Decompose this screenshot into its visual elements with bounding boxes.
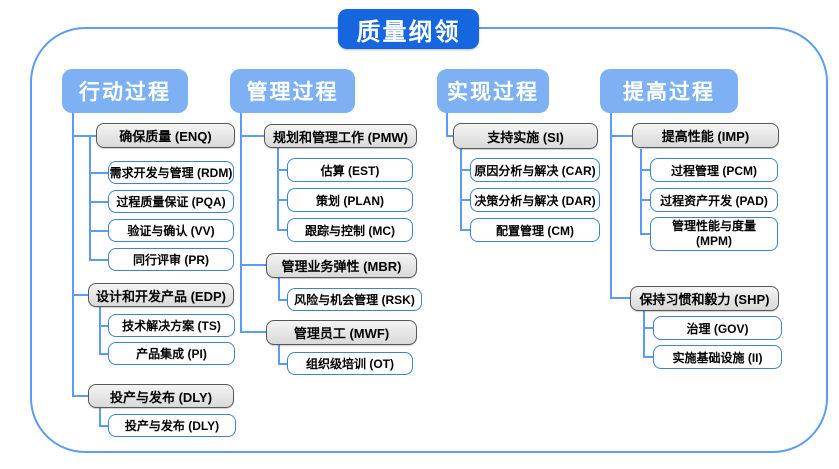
group-pmw: 规划和管理工作 (PMW) [264, 124, 417, 148]
connector [277, 199, 287, 201]
connector [460, 149, 462, 231]
diagram-title: 质量纲领 [338, 9, 479, 49]
item-mc: 跟踪与控制 (MC) [287, 218, 413, 242]
item-ts: 技术解决方案 (TS) [108, 314, 235, 337]
connector [99, 353, 108, 355]
item-ot: 组织级培训 (OT) [287, 352, 413, 375]
item-dly: 投产与发布 (DLY) [108, 414, 236, 437]
item-pad: 过程资产开发 (PAD) [650, 188, 778, 212]
connector [72, 395, 88, 397]
item-ii: 实施基础设施 (II) [653, 345, 782, 369]
connector [643, 327, 653, 329]
group-mwf: 管理员工 (MWF) [266, 320, 417, 345]
connector [446, 112, 448, 137]
connector [240, 135, 264, 137]
connector [277, 169, 287, 171]
item-pqa: 过程质量保证 (PQA) [108, 190, 234, 213]
item-mpm: 管理性能与度量 (MPM) [650, 217, 778, 251]
connector [89, 230, 108, 232]
connector [89, 201, 108, 203]
group-edp: 设计和开发产品 (EDP) [88, 283, 234, 307]
header-implementation-process: 实现过程 [437, 69, 549, 113]
connector [446, 135, 454, 137]
item-vv: 验证与确认 (VV) [108, 219, 234, 242]
connector [610, 135, 632, 137]
header-improvement-process: 提高过程 [600, 69, 738, 113]
connector [277, 229, 287, 231]
group-dly: 投产与发布 (DLY) [88, 384, 234, 408]
connector [89, 172, 108, 174]
item-plan: 策划 (PLAN) [287, 188, 413, 212]
group-imp: 提高性能 (IMP) [632, 123, 779, 148]
connector [240, 331, 266, 333]
item-pr: 同行评审 (PR) [108, 248, 234, 271]
connector [89, 259, 108, 261]
connector [610, 112, 612, 299]
item-cm: 配置管理 (CM) [470, 218, 600, 242]
connector [278, 299, 287, 301]
connector [640, 233, 650, 235]
item-gov: 治理 (GOV) [653, 316, 782, 340]
connector [99, 425, 108, 427]
connector [640, 169, 650, 171]
connector [278, 278, 280, 301]
connector [460, 229, 470, 231]
connector [643, 311, 645, 358]
connector [89, 135, 91, 261]
connector [640, 199, 650, 201]
connector [278, 363, 287, 365]
connector [99, 325, 108, 327]
connector [240, 264, 266, 266]
connector [278, 345, 280, 365]
item-rdm: 需求开发与管理 (RDM) [108, 161, 234, 184]
item-pcm: 过程管理 (PCM) [650, 158, 778, 182]
group-si: 支持实施 (SI) [453, 123, 598, 149]
connector [643, 356, 653, 358]
header-action-process: 行动过程 [62, 69, 188, 113]
item-pi: 产品集成 (PI) [108, 342, 235, 365]
connector [460, 169, 470, 171]
item-car: 原因分析与解决 (CAR) [470, 158, 600, 182]
connector [99, 307, 101, 355]
connector [72, 135, 96, 137]
item-est: 估算 (EST) [287, 158, 413, 182]
header-management-process: 管理过程 [230, 69, 355, 113]
connector [99, 408, 101, 427]
connector [277, 148, 279, 231]
connector [240, 112, 242, 332]
group-enq: 确保质量 (ENQ) [96, 123, 235, 148]
connector [610, 297, 630, 299]
connector [72, 294, 88, 296]
group-shp: 保持习惯和毅力 (SHP) [630, 286, 779, 311]
group-mbr: 管理业务弹性 (MBR) [266, 253, 417, 278]
item-dar: 决策分析与解决 (DAR) [470, 188, 600, 212]
item-rsk: 风险与机会管理 (RSK) [287, 288, 422, 311]
connector [460, 199, 470, 201]
connector [72, 112, 74, 396]
connector [640, 149, 642, 235]
